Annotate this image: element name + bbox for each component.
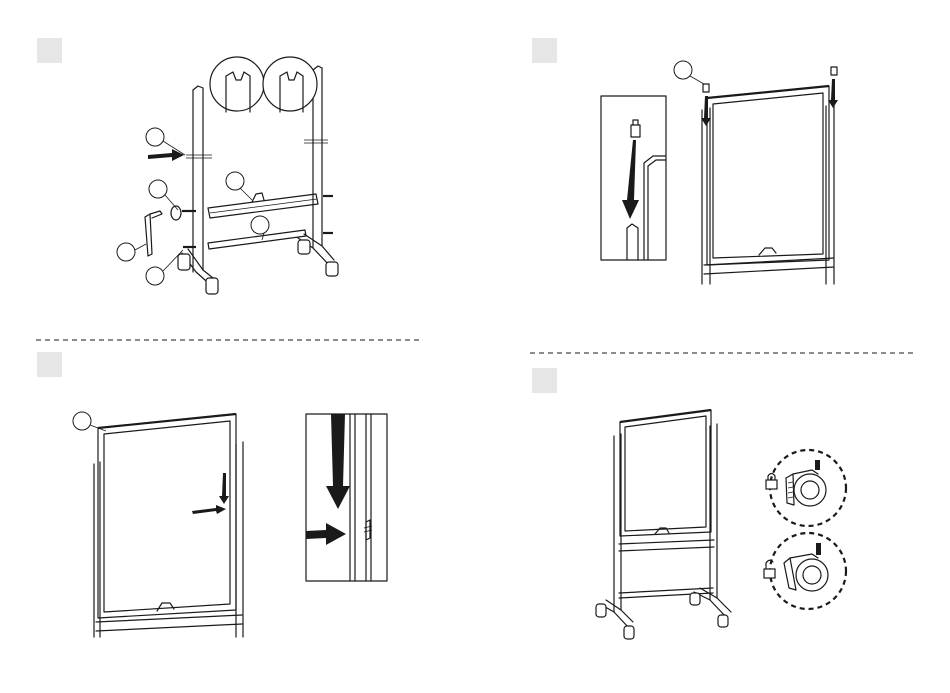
- arrow-icon: [622, 140, 639, 219]
- step-1-marker: [37, 38, 62, 63]
- step-3-marker: [37, 352, 62, 377]
- part-callout: [226, 172, 244, 190]
- detail-magnifier: [263, 57, 317, 111]
- lock-open-icon: [764, 560, 775, 578]
- lock-closed-icon: [766, 474, 777, 490]
- detail-cap: [631, 120, 640, 137]
- part-callout: [674, 61, 692, 79]
- part-callout: [251, 216, 269, 234]
- arrow-icon: [219, 473, 229, 504]
- detail-magnifier: [210, 57, 264, 111]
- detail-box: [306, 414, 387, 581]
- step-3-hang-board: [73, 412, 387, 637]
- step-2-marker: [532, 38, 557, 63]
- part-callout: [73, 412, 91, 430]
- caster-wheel-icon: [784, 543, 828, 591]
- part-callout: [146, 267, 164, 285]
- step-1-frame-assembly: [117, 57, 338, 294]
- arrow-icon: [306, 523, 346, 545]
- part-callout: [149, 180, 167, 198]
- step-4-lock-casters: [596, 410, 846, 639]
- part-callout: [117, 243, 135, 261]
- caster-wheel-icon: [786, 460, 826, 506]
- part-callout: [146, 128, 164, 146]
- step-2-insert-caps: [601, 61, 838, 284]
- arrow-icon: [326, 414, 350, 509]
- step-4-marker: [532, 368, 557, 393]
- arrow-icon: [192, 505, 226, 514]
